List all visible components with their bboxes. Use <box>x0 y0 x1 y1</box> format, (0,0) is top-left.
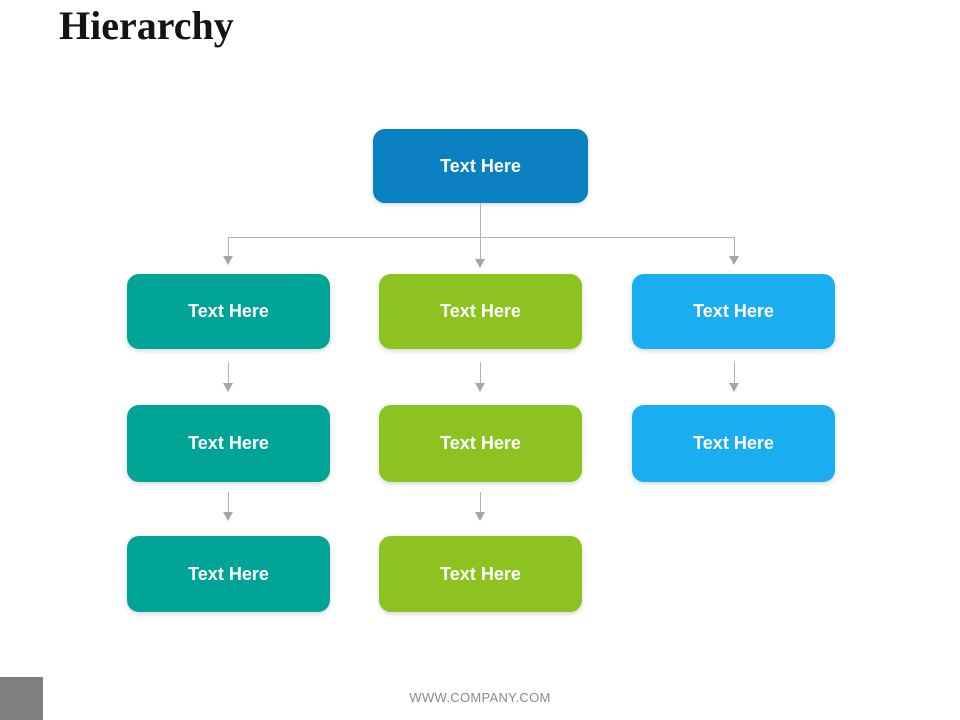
corner-accent-square <box>0 677 43 720</box>
connector-root-stem <box>480 203 481 237</box>
connector-branch-bar <box>228 237 734 238</box>
node-center-2: Text Here <box>379 405 582 482</box>
arrow-down-icon <box>729 383 739 392</box>
arrow-down-icon <box>729 256 739 265</box>
connector-left-3 <box>228 492 229 513</box>
arrow-down-icon <box>223 256 233 265</box>
arrow-down-icon <box>475 512 485 521</box>
node-root: Text Here <box>373 129 588 203</box>
arrow-down-icon <box>223 512 233 521</box>
connector-center-2 <box>480 362 481 384</box>
node-right-2: Text Here <box>632 405 835 482</box>
node-left-3: Text Here <box>127 536 330 612</box>
connector-drop-left <box>228 237 229 257</box>
connector-drop-right <box>734 237 735 257</box>
arrow-down-icon <box>475 259 485 268</box>
node-left-1: Text Here <box>127 274 330 349</box>
connector-right-2 <box>734 362 735 384</box>
connector-left-2 <box>228 362 229 384</box>
connector-center-3 <box>480 492 481 513</box>
arrow-down-icon <box>475 383 485 392</box>
arrow-down-icon <box>223 383 233 392</box>
node-center-1: Text Here <box>379 274 582 349</box>
page-title: Hierarchy <box>59 3 234 48</box>
node-center-3: Text Here <box>379 536 582 612</box>
connector-drop-center <box>480 237 481 260</box>
footer-url: WWW.COMPANY.COM <box>409 690 551 705</box>
node-left-2: Text Here <box>127 405 330 482</box>
node-right-1: Text Here <box>632 274 835 349</box>
